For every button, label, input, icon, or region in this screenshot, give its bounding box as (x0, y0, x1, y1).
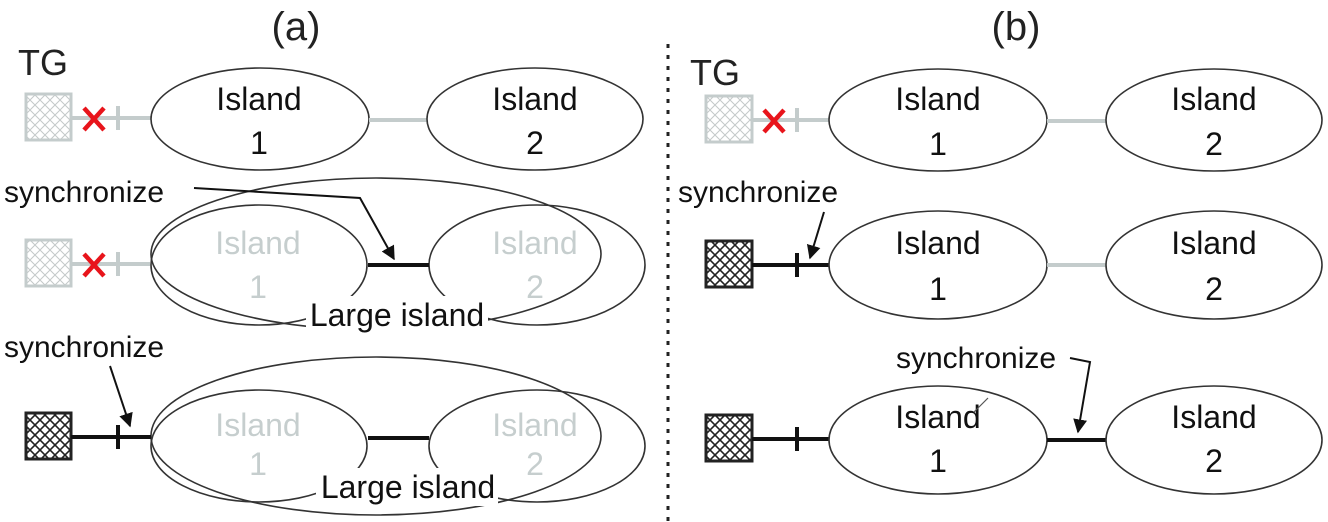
island-2-a1-word: Island (492, 81, 577, 117)
generator-box-b3 (704, 413, 754, 463)
island-1-b1-word: Island (895, 81, 980, 117)
tg-label-b: TG (690, 52, 740, 93)
island-2-a2-number: 2 (526, 269, 544, 305)
large-island-label-a2: Large island (310, 297, 484, 333)
large-island-label-bg-a2 (306, 296, 488, 334)
island-1-a1-word: Island (216, 81, 301, 117)
synchronize-label-a2: synchronize (4, 176, 164, 209)
island-1-a1-number: 1 (250, 125, 268, 161)
island-1-b3-number: 1 (929, 443, 947, 479)
trip-mark-a1 (82, 106, 106, 132)
generator-box-a3 (24, 411, 73, 461)
island-2-b3-number: 2 (1205, 443, 1223, 479)
island-2-b2-word: Island (1171, 225, 1256, 261)
sync-arrow-b2 (806, 211, 825, 260)
synchronize-label-b3: synchronize (896, 342, 1056, 375)
island-1-b2-number: 1 (929, 271, 947, 307)
island-2-a3 (428, 389, 646, 503)
island-2-b1-number: 2 (1205, 126, 1223, 162)
island-1-b3-word: Island (895, 399, 980, 435)
island-2-a1-number: 2 (526, 125, 544, 161)
synchronize-label-a3: synchronize (4, 331, 164, 364)
island-2-b1 (1105, 68, 1323, 172)
island-2-a2-word: Island (492, 225, 577, 261)
stray-tick-b3 (973, 397, 989, 413)
trip-mark-b1 (762, 108, 786, 134)
island-2-b2-number: 2 (1205, 271, 1223, 307)
sync-arrow-a3 (109, 365, 133, 428)
island-2-b1-word: Island (1171, 81, 1256, 117)
large-island-label-bg-a3 (316, 468, 498, 506)
island-1-a3-word: Island (215, 407, 300, 443)
island-2-b2 (1105, 210, 1323, 320)
island-1-a3-number: 1 (249, 446, 267, 482)
generator-box-b1 (704, 94, 754, 144)
panel-label-b: (b) (992, 5, 1041, 49)
island-1-a2 (150, 204, 368, 326)
island-2-a3-number: 2 (526, 446, 544, 482)
generator-box-b2 (704, 239, 754, 289)
island-1-a2-number: 1 (249, 269, 267, 305)
synchronize-label-b2: synchronize (678, 176, 838, 209)
island-1-b1-number: 1 (929, 126, 947, 162)
island-2-b3 (1105, 385, 1323, 495)
island-1-a3 (150, 389, 368, 503)
panel-label-a: (a) (272, 5, 321, 49)
large-island-label-a3: Large island (321, 469, 495, 505)
generator-box-a2 (24, 238, 73, 288)
trip-mark-a2 (82, 252, 106, 278)
tg-label-a: TG (18, 42, 68, 83)
island-1-b2-word: Island (895, 225, 980, 261)
island-2-b3-word: Island (1171, 399, 1256, 435)
island-1-a2-word: Island (215, 225, 300, 261)
sync-arrow-a2 (193, 187, 395, 261)
sync-arrow-b3 (1069, 357, 1092, 434)
generator-box-a1 (24, 92, 73, 142)
island-2-a3-word: Island (492, 407, 577, 443)
island-2-a1 (426, 67, 644, 171)
